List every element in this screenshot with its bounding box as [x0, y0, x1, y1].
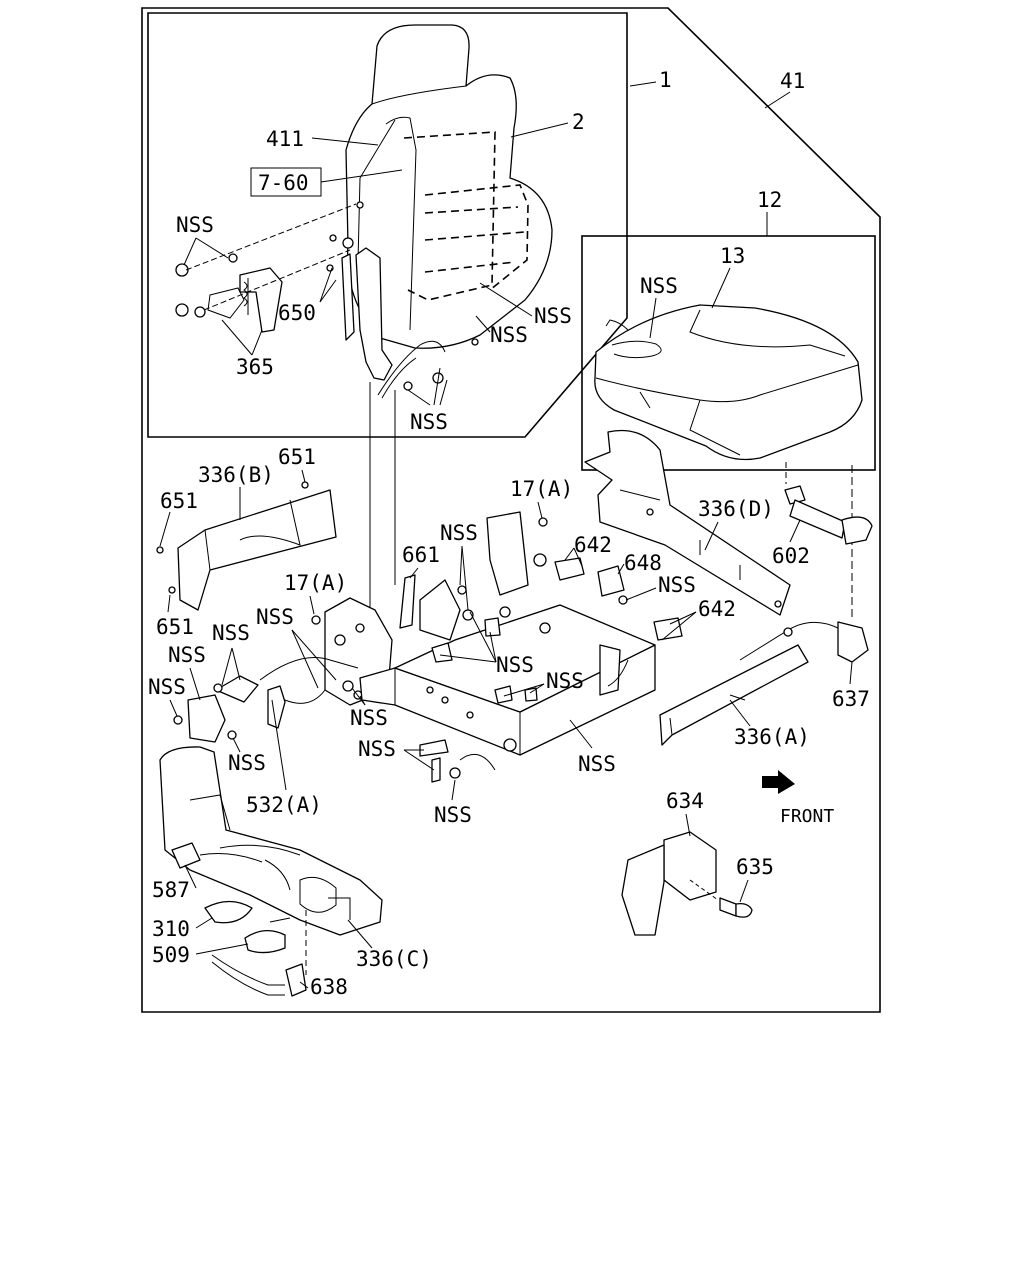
label-nss-back-right2: NSS [490, 323, 528, 347]
front-arrow-icon [762, 770, 795, 794]
label-nss-d: NSS [148, 675, 186, 699]
side-cover-assembly [159, 746, 383, 997]
cover-336a [659, 644, 809, 746]
label-nss-back-left: NSS [176, 213, 214, 237]
seat-frame-assembly [359, 511, 683, 783]
bracket-634 [621, 831, 753, 936]
label-650: 650 [278, 301, 316, 325]
label-front: FRONT [780, 806, 834, 827]
label-nss-a: NSS [256, 605, 294, 629]
label-637: 637 [832, 687, 870, 711]
label-336d: 336(D) [698, 497, 774, 521]
label-532a: 532(A) [246, 793, 322, 817]
label-12: 12 [757, 188, 782, 212]
label-nss-frame: NSS [578, 752, 616, 776]
label-7-60: 7-60 [258, 171, 309, 195]
label-648: 648 [624, 551, 662, 575]
label-nss-center1: NSS [350, 706, 388, 730]
label-nss-back-right1: NSS [534, 304, 572, 328]
cushion-inset-frame-12 [581, 235, 876, 471]
label-651-left: 651 [160, 489, 198, 513]
label-336b: 336(B) [198, 463, 274, 487]
seatback-inset-frame-1 [147, 12, 628, 438]
label-1: 1 [659, 68, 672, 92]
label-634: 634 [666, 789, 704, 813]
label-17a-left: 17(A) [284, 571, 347, 595]
label-336a: 336(A) [734, 725, 810, 749]
label-310: 310 [152, 917, 190, 941]
label-411: 411 [266, 127, 304, 151]
label-651-bottom: 651 [156, 615, 194, 639]
label-nss-bottom: NSS [434, 803, 472, 827]
label-41: 41 [780, 69, 805, 93]
label-509: 509 [152, 943, 190, 967]
label-nss-center4: NSS [546, 669, 584, 693]
outer-frame-41 [141, 7, 881, 1013]
seat-cushion-assembly [594, 304, 863, 461]
label-638: 638 [310, 975, 348, 999]
cover-336d [584, 429, 791, 616]
label-336c: 336(C) [356, 947, 432, 971]
label-642-b: 642 [698, 597, 736, 621]
label-365: 365 [236, 355, 274, 379]
label-602: 602 [772, 544, 810, 568]
seat-belt-602 [784, 485, 873, 545]
label-651-top: 651 [278, 445, 316, 469]
label-nss-center5: NSS [358, 737, 396, 761]
label-13: 13 [720, 244, 745, 268]
label-nss-e: NSS [228, 751, 266, 775]
label-17a-center: 17(A) [510, 477, 573, 501]
label-635: 635 [736, 855, 774, 879]
label-nss-center2: NSS [440, 521, 478, 545]
label-587: 587 [152, 878, 190, 902]
label-nss-c: NSS [168, 643, 206, 667]
seat-back-assembly [175, 24, 553, 399]
label-nss-center3: NSS [496, 653, 534, 677]
label-nss-back-bottom: NSS [410, 410, 448, 434]
cover-336b [156, 481, 337, 611]
label-nss-b: NSS [212, 621, 250, 645]
label-nss-648: NSS [658, 573, 696, 597]
label-661: 661 [402, 543, 440, 567]
label-2: 2 [572, 110, 585, 134]
label-nss-cushion: NSS [640, 274, 678, 298]
label-642-a: 642 [574, 533, 612, 557]
buckle-637 [739, 621, 869, 663]
